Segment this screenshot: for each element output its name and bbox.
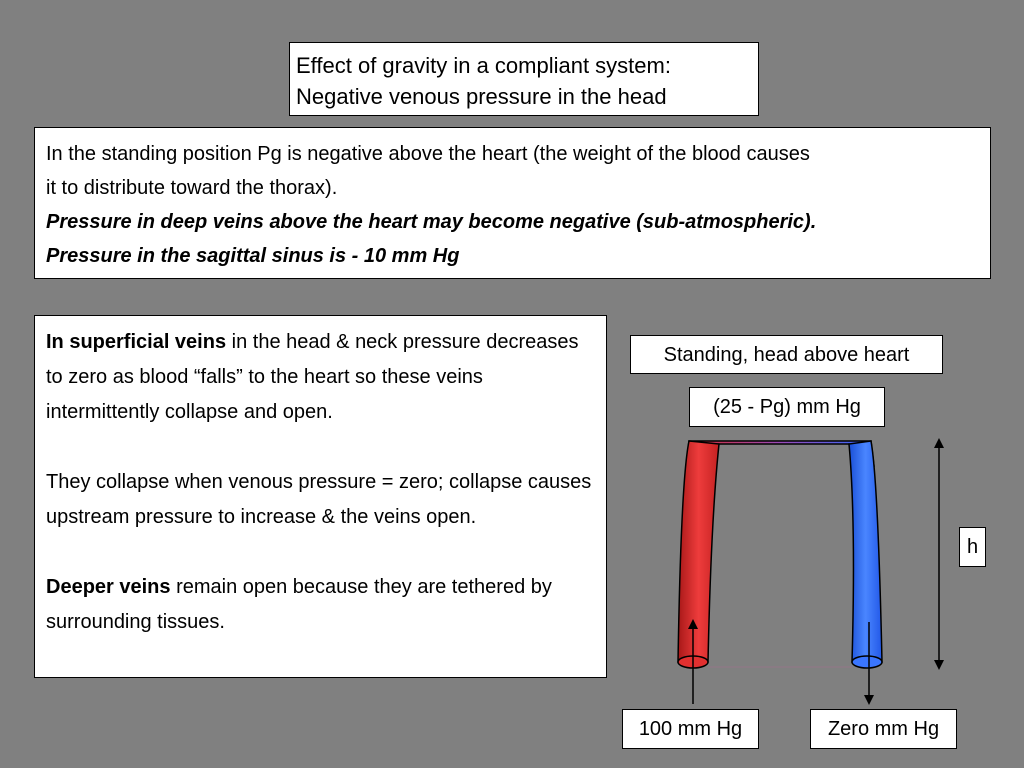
superficial-paragraph-1-text: in the head & neck pressure decreases to… (46, 331, 579, 423)
superficial-veins-heading: In superficial veins (46, 331, 227, 353)
title-line-1: Effect of gravity in a compliant system: (296, 53, 671, 78)
deeper-veins-text: remain open because they are tethered by… (46, 576, 552, 633)
superficial-veins-text-box: In superficial veins in the head & neck … (34, 315, 607, 678)
venous-pressure-label: Zero mm Hg (810, 709, 957, 749)
superficial-paragraph-1: In superficial veins in the head & neck … (46, 325, 595, 430)
standing-position-label: Standing, head above heart (630, 335, 943, 374)
intro-text-box: In the standing position Pg is negative … (34, 127, 991, 279)
vein-left-limb (677, 440, 720, 663)
intro-sagittal-sinus-statement: Pressure in the sagittal sinus is - 10 m… (46, 245, 460, 267)
superficial-paragraph-2: They collapse when venous pressure = zer… (46, 471, 592, 528)
intro-line-1: In the standing position Pg is negative … (46, 143, 810, 165)
vein-right-opening (851, 655, 883, 669)
deeper-veins-heading: Deeper veins (46, 576, 171, 598)
superficial-paragraph-3: Deeper veins remain open because they ar… (46, 570, 595, 640)
top-pressure-label: (25 - Pg) mm Hg (689, 387, 885, 427)
arterial-pressure-label: 100 mm Hg (622, 709, 759, 749)
title-line-2: Negative venous pressure in the head (296, 84, 667, 109)
vein-right-limb (848, 440, 883, 663)
intro-deep-veins-statement: Pressure in deep veins above the heart m… (46, 211, 817, 233)
height-label: h (959, 527, 986, 567)
slide-title: Effect of gravity in a compliant system:… (289, 42, 759, 116)
intro-line-2: it to distribute toward the thorax). (46, 177, 338, 199)
